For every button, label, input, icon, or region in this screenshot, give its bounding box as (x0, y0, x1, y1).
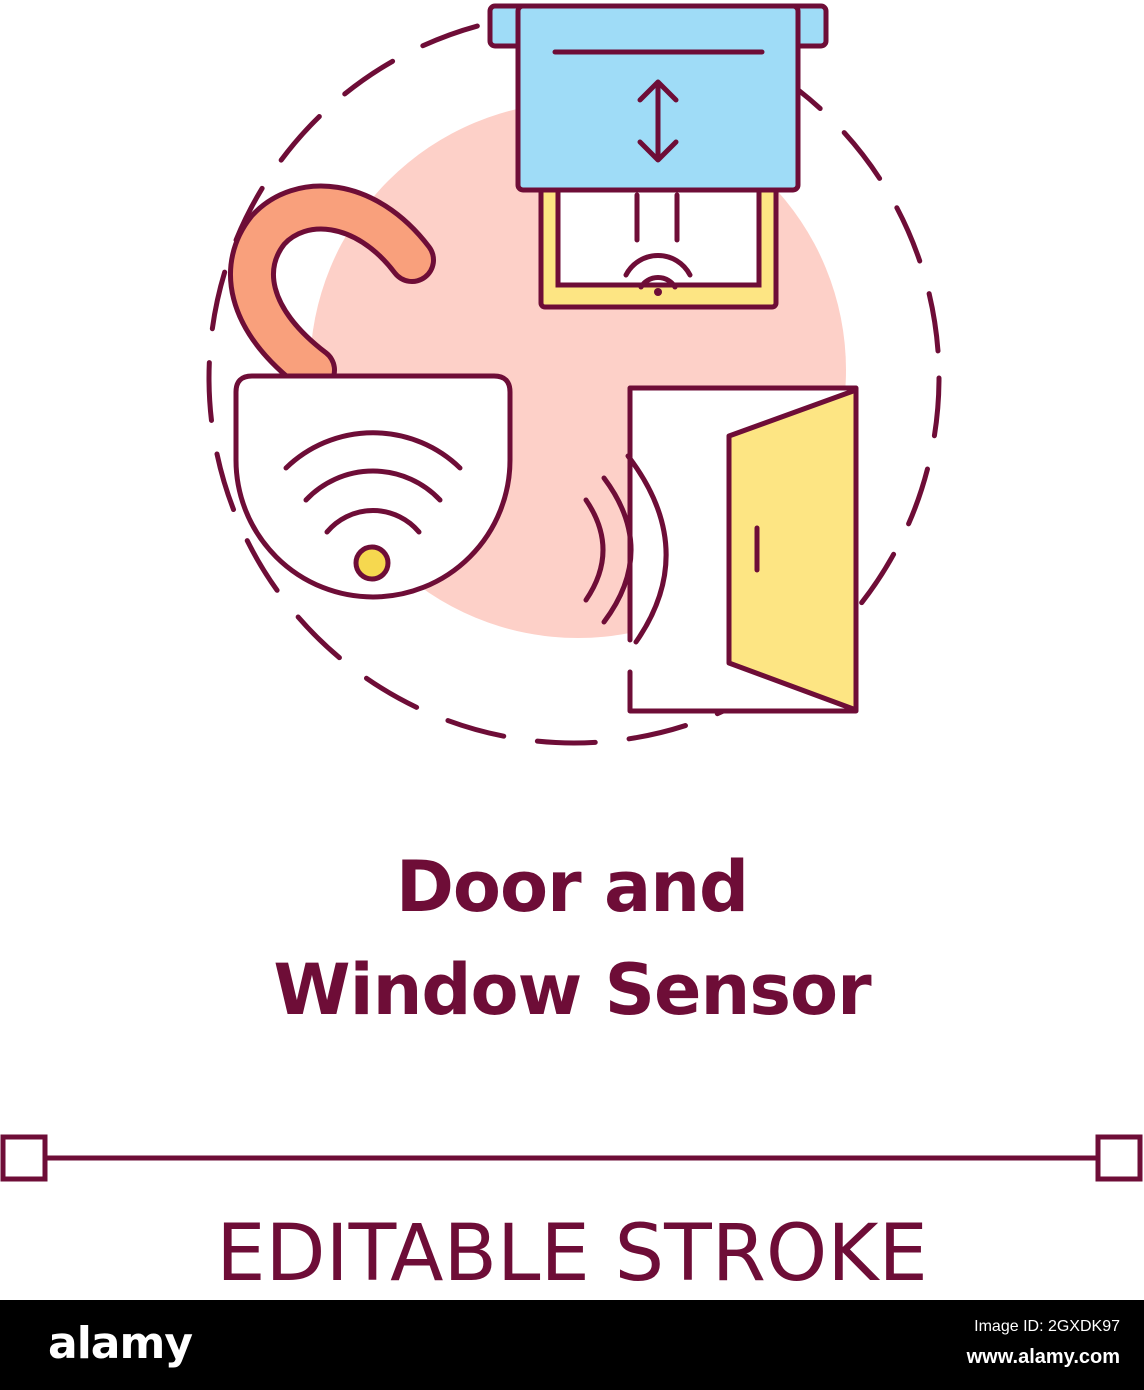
editable-stroke-label: EDITABLE STROKE (216, 1209, 928, 1299)
padlock-wifi-icon (228, 183, 513, 600)
stroke-handle-right (1095, 1134, 1143, 1182)
dashed-outline-circle (206, 10, 942, 746)
footer-image-id: Image ID: 2GXDK97 (974, 1318, 1120, 1335)
signal-waves-icon (583, 453, 669, 645)
editable-stroke-line (0, 1134, 1143, 1182)
title-line-1: Door and (395, 846, 749, 928)
footer-bar: alamy Image ID: 2GXDK97 www.alamy.com (0, 1300, 1144, 1390)
stroke-handle-left (0, 1134, 48, 1182)
concept-illustration (0, 3, 1143, 1182)
footer-site: www.alamy.com (966, 1346, 1120, 1368)
footer-logo: alamy (48, 1318, 193, 1369)
door-icon (627, 385, 859, 714)
window-sensor-icon (487, 3, 829, 310)
title-line-2: Window Sensor (273, 949, 871, 1031)
